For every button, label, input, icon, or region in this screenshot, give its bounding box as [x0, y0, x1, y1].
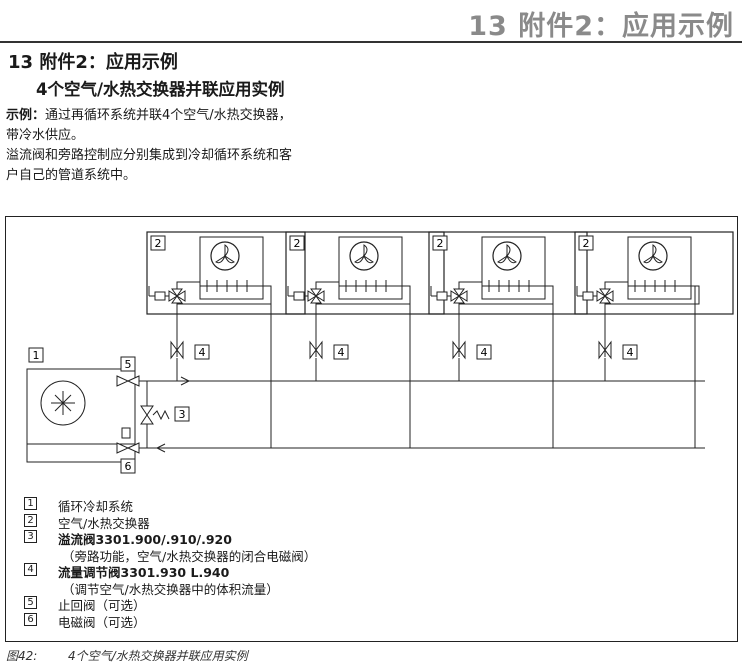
- legend-item: 1 循环冷却系统: [24, 496, 316, 514]
- description-line-1: 通过再循环系统并联4个空气/水热交换器，: [45, 108, 292, 123]
- legend-text: 流量调节阀3301.930 L.940: [58, 565, 230, 580]
- figure-caption: 图42: 4个空气/水热交换器并联应用实例: [6, 647, 248, 664]
- exchanger-unit-3: [428, 231, 588, 359]
- legend-item: 5 止回阀（可选）: [24, 595, 316, 613]
- header-divider: [0, 41, 742, 43]
- description-line-4: 户自己的管道系统中。: [6, 168, 137, 183]
- diagram-legend: 1 循环冷却系统 2 空气/水热交换器 3 溢流阀3301.900/.910/.…: [24, 496, 317, 630]
- section-subtitle: 4个空气/水热交换器并联应用实例: [36, 80, 285, 99]
- legend-item: 6 电磁阀（可选）: [24, 612, 316, 630]
- legend-number: 4: [24, 563, 37, 576]
- diagram-label-1: 1: [33, 349, 40, 362]
- diagram-label-3: 3: [179, 408, 186, 421]
- legend-text: 溢流阀3301.900/.910/.920: [58, 532, 232, 547]
- diagram-label-2d: 2: [583, 237, 590, 250]
- diagram-label-5: 5: [125, 358, 132, 371]
- diagram-label-4a: 4: [199, 346, 206, 359]
- figure-caption-text: 4个空气/水热交换器并联应用实例: [68, 649, 248, 663]
- legend-number: 3: [24, 530, 37, 543]
- diagram-label-2c: 2: [437, 237, 444, 250]
- legend-item: 2 空气/水热交换器: [24, 513, 316, 531]
- diagram-label-2a: 2: [155, 237, 162, 250]
- diagram-label-4c: 4: [481, 346, 488, 359]
- description-line-2: 带冷水供应。: [6, 128, 85, 143]
- description-paragraph: 示例：通过再循环系统并联4个空气/水热交换器， 带冷水供应。 溢流阀和旁路控制应…: [6, 106, 366, 186]
- diagram-label-2b: 2: [294, 237, 301, 250]
- legend-item: 4 流量调节阀3301.930 L.940: [24, 562, 316, 580]
- exchanger-unit-4: [574, 231, 734, 359]
- legend-number: 1: [24, 497, 37, 510]
- legend-number: 6: [24, 612, 37, 626]
- figure-caption-label: 图42:: [6, 649, 38, 663]
- legend-text: 循环冷却系统: [58, 499, 134, 514]
- description-line-3: 溢流阀和旁路控制应分别集成到冷却循环系统和客: [6, 148, 293, 163]
- legend-text: 止回阀（可选）: [58, 598, 146, 613]
- legend-note: （旁路功能，空气/水热交换器的闭合电磁阀）: [62, 548, 317, 564]
- legend-text: 空气/水热交换器: [58, 515, 150, 531]
- section-title: 13 附件2：应用示例: [8, 52, 178, 73]
- diagram-label-4d: 4: [627, 346, 634, 359]
- diagram-frame: [5, 216, 738, 642]
- legend-note: （调节空气/水热交换器中的体积流量）: [62, 581, 279, 597]
- exchanger-unit-2: [285, 231, 445, 359]
- piping-diagram: 1 5 3 6 2 2 2 2 4 4 4 4: [26, 231, 734, 474]
- exchanger-unit-1: [146, 231, 306, 359]
- diagram-label-6: 6: [125, 460, 132, 473]
- legend-number: 5: [24, 596, 37, 609]
- legend-text: 电磁阀（可选）: [58, 614, 146, 630]
- legend-number: 2: [24, 513, 37, 527]
- description-label: 示例：: [6, 108, 46, 123]
- legend-item: 3 溢流阀3301.900/.910/.920: [24, 529, 316, 547]
- diagram-label-4b: 4: [338, 346, 345, 359]
- chapter-header-title: 13 附件2：应用示例: [468, 11, 734, 42]
